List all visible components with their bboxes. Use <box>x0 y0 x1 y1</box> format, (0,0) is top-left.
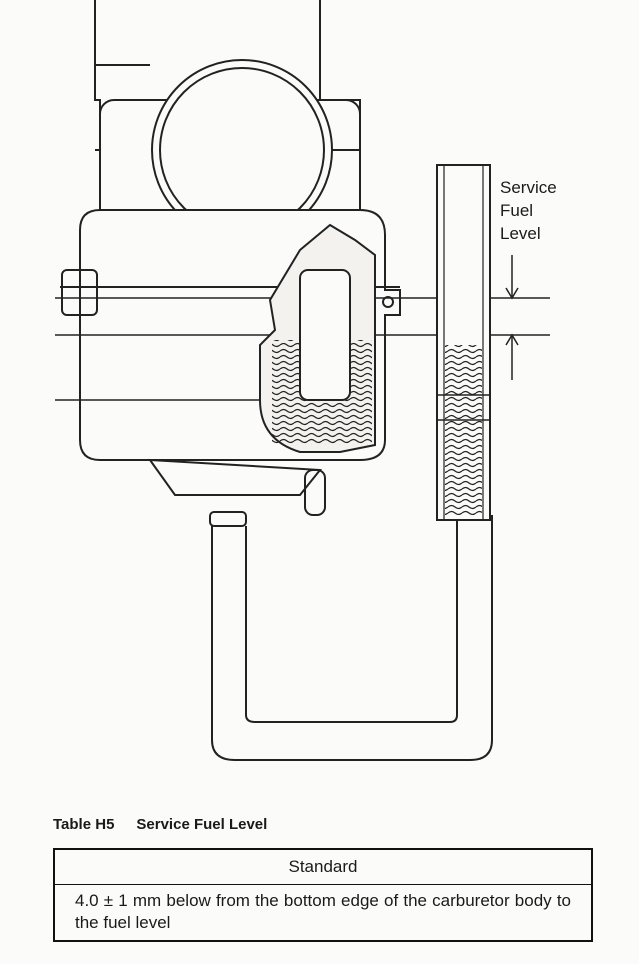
table-header-standard: Standard <box>54 849 592 885</box>
figure-label-service: Service <box>500 178 557 197</box>
table-cell-value: 4.0 ± 1 mm below from the bottom edge of… <box>75 891 571 932</box>
table-caption: Table H5 Service Fuel Level <box>53 816 289 833</box>
table-header-row: Standard <box>54 849 592 885</box>
service-fuel-level-table: Standard 4.0 ± 1 mm below from the botto… <box>53 848 593 942</box>
table-row: 4.0 ± 1 mm below from the bottom edge of… <box>54 885 592 942</box>
table-title: Service Fuel Level <box>136 816 268 833</box>
figure-label-fuel: Fuel <box>500 201 534 220</box>
table-number: Table H5 <box>53 816 115 833</box>
figure-label-level: Level <box>500 224 541 243</box>
carburetor-fuel-level-diagram <box>55 0 550 761</box>
